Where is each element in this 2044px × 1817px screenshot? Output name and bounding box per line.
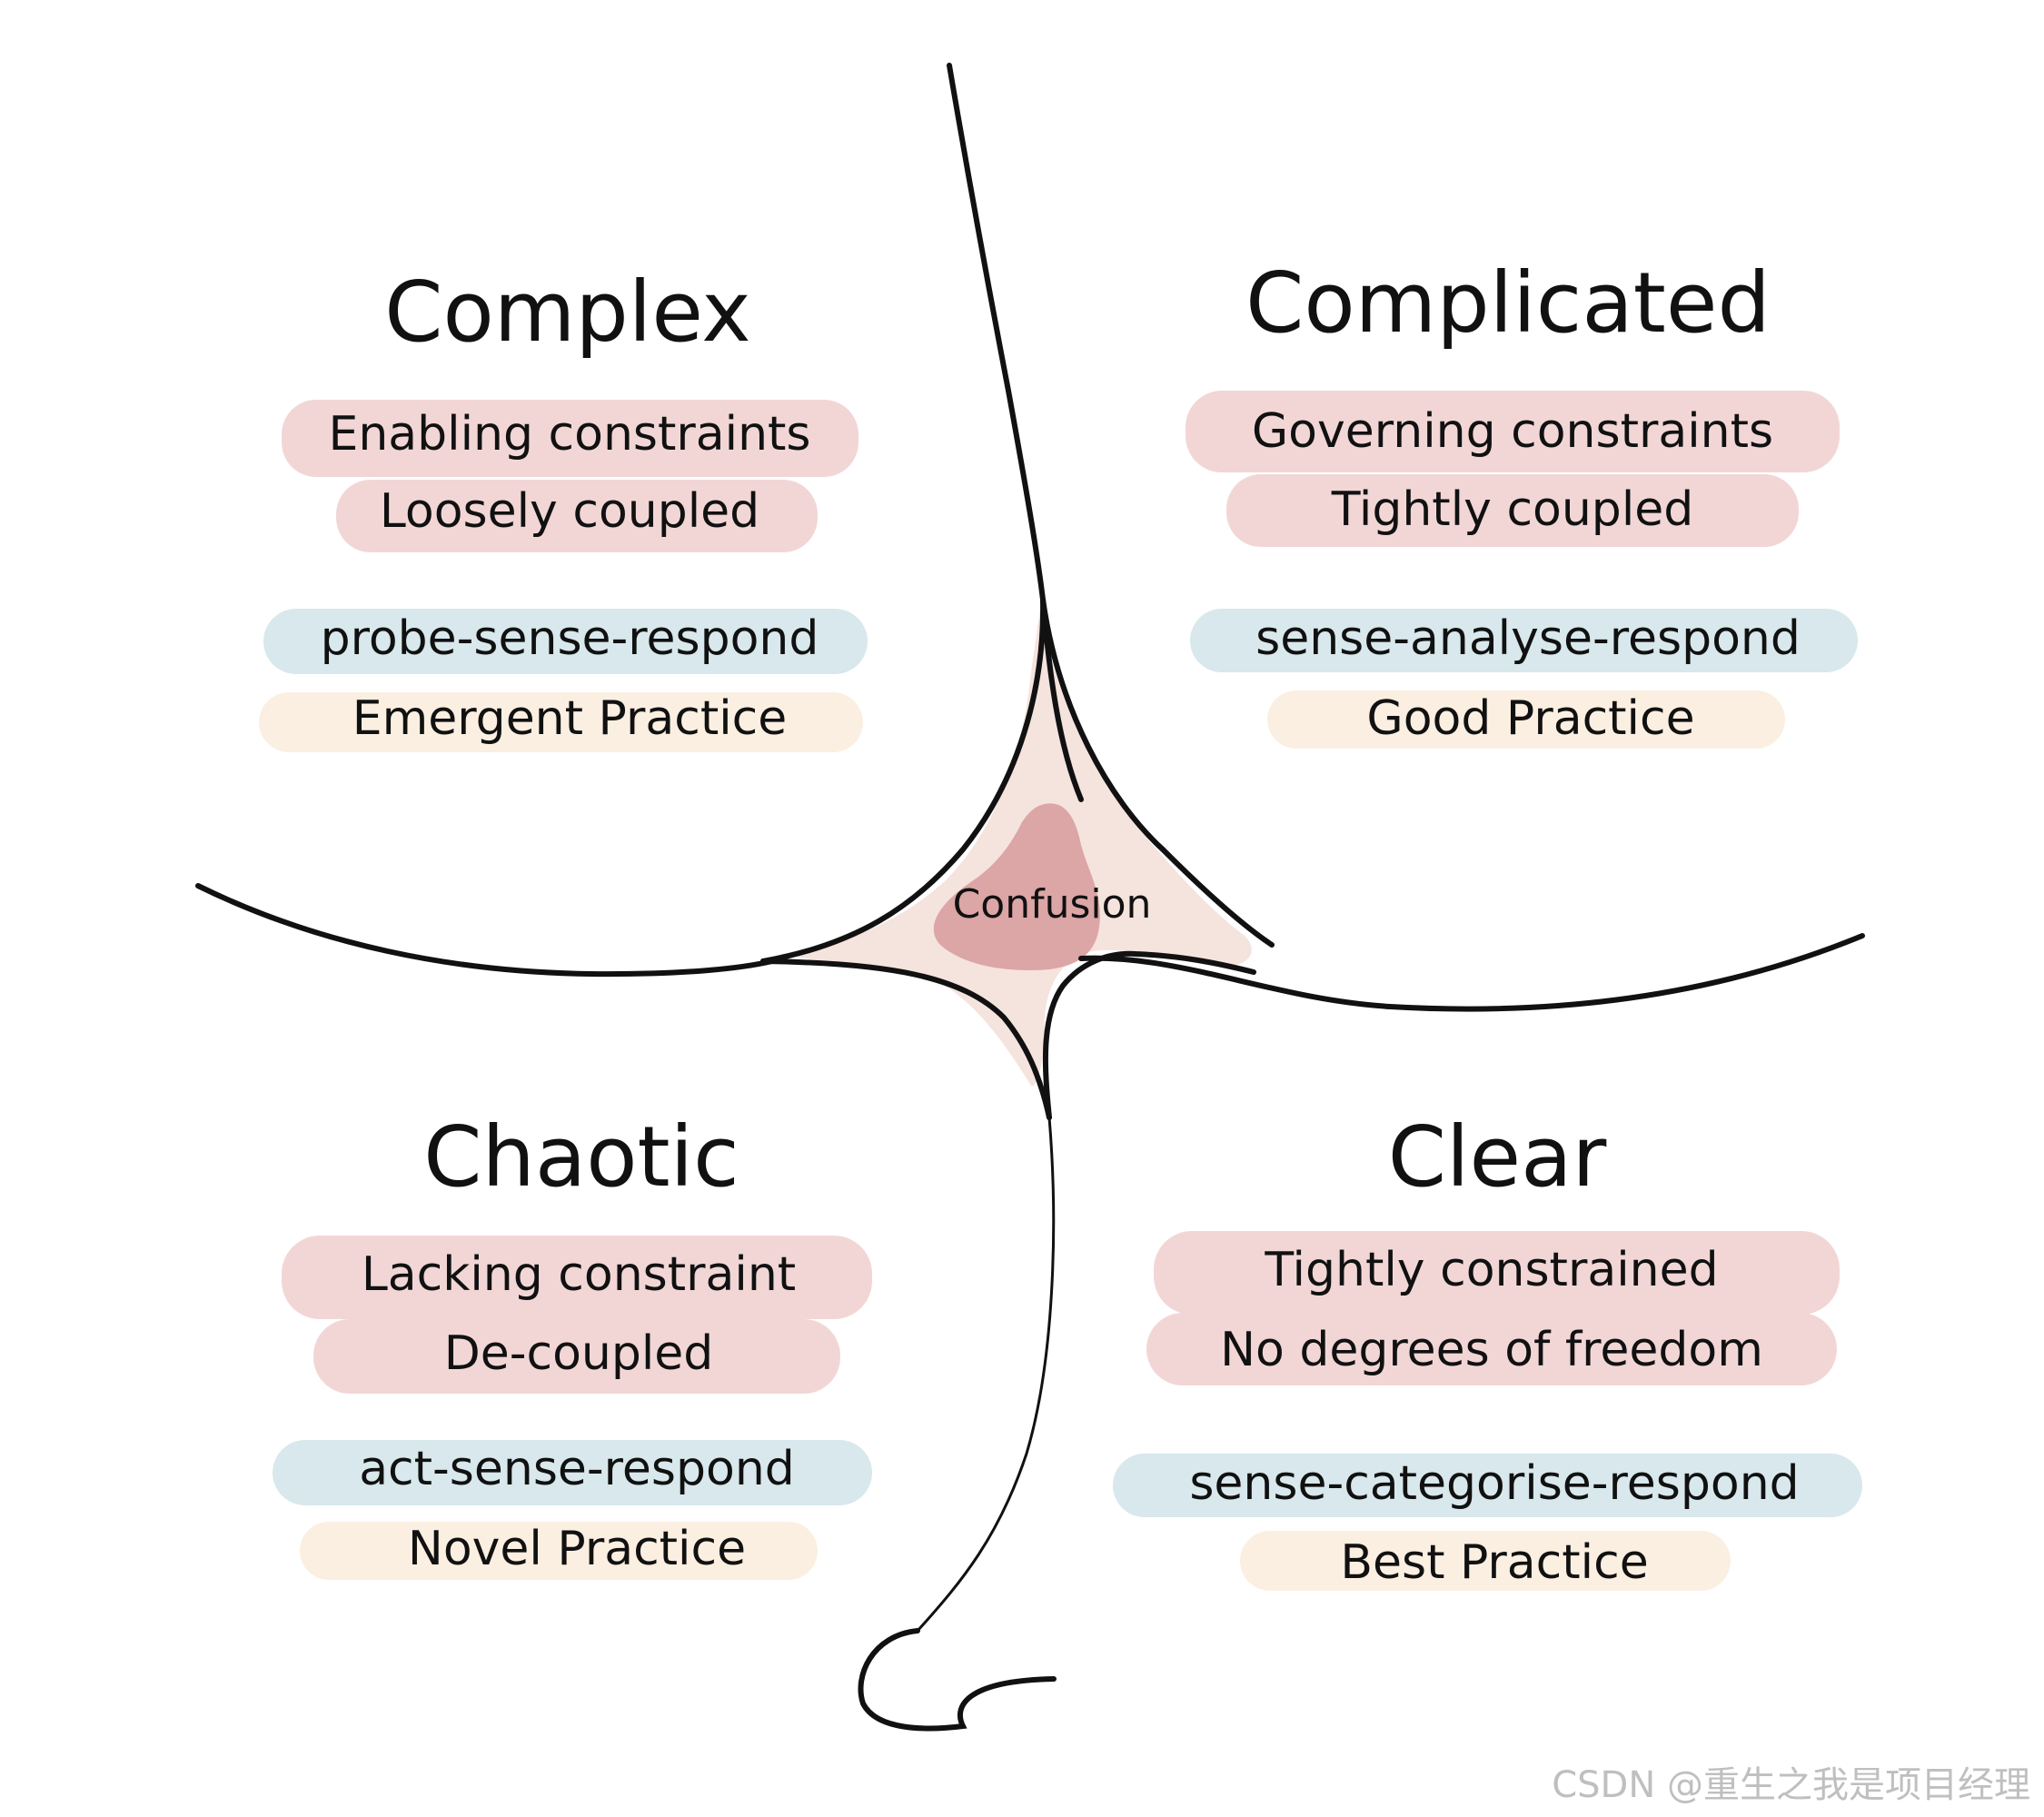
complex-practice-label: Emergent Practice bbox=[352, 691, 788, 746]
complicated-practice-label: Good Practice bbox=[1366, 691, 1694, 746]
chaotic-coupling-band bbox=[313, 1319, 840, 1394]
complex-title: Complex bbox=[384, 263, 751, 361]
complex-approach-label: probe-sense-respond bbox=[321, 611, 819, 666]
boundary-bottom-line bbox=[916, 1116, 1056, 1633]
chaotic-practice-band bbox=[300, 1522, 818, 1580]
clear-approach-label: sense-categorise-respond bbox=[1189, 1456, 1799, 1511]
complicated-approach-band bbox=[1190, 609, 1858, 672]
clear-practice-label: Best Practice bbox=[1340, 1535, 1648, 1590]
complicated-coupling-label: Tightly coupled bbox=[1331, 482, 1694, 537]
boundary-top-right-curve bbox=[1040, 597, 1275, 948]
chaotic-constraint-band bbox=[282, 1236, 872, 1319]
confusion-label: Confusion bbox=[953, 881, 1152, 928]
complex-coupling-label: Loosely coupled bbox=[380, 484, 759, 539]
complex-coupling-band bbox=[336, 480, 818, 552]
confusion-blob bbox=[933, 803, 1100, 970]
complicated-title: Complicated bbox=[1245, 254, 1771, 352]
complex-constraint-band bbox=[282, 400, 858, 477]
complicated-constraint-label: Governing constraints bbox=[1252, 404, 1773, 459]
chaotic-practice-label: Novel Practice bbox=[408, 1522, 746, 1576]
complex-approach-band bbox=[263, 609, 868, 674]
complex-practice-band bbox=[259, 692, 863, 752]
complex-constraint-label: Enabling constraints bbox=[328, 407, 810, 462]
boundary-lower-right-curve bbox=[1042, 950, 1256, 1120]
boundary-top-left-curve bbox=[760, 597, 1047, 964]
watermark: CSDN @重生之我是项目经理 bbox=[1552, 1764, 2030, 1806]
cliff-curl bbox=[858, 1628, 1057, 1732]
boundary-lower-left-curve bbox=[760, 958, 1052, 1120]
chaotic-title: Chaotic bbox=[423, 1108, 739, 1206]
clear-constraint-label: Tightly constrained bbox=[1264, 1243, 1718, 1297]
boundary-left-line bbox=[195, 883, 775, 978]
chaotic-approach-band bbox=[273, 1440, 872, 1505]
clear-coupling-label: No degrees of freedom bbox=[1220, 1323, 1763, 1377]
clear-constraint-band bbox=[1154, 1231, 1840, 1315]
chaotic-constraint-label: Lacking constraint bbox=[362, 1247, 796, 1302]
boundary-top-line bbox=[947, 63, 1084, 802]
clear-approach-band bbox=[1113, 1454, 1862, 1517]
clear-coupling-band bbox=[1146, 1313, 1837, 1385]
clear-title: Clear bbox=[1388, 1108, 1607, 1206]
clear-practice-band bbox=[1240, 1531, 1731, 1591]
chaotic-approach-label: act-sense-respond bbox=[359, 1442, 795, 1496]
boundary-right-line bbox=[1078, 933, 1865, 1012]
complicated-constraint-band bbox=[1186, 391, 1840, 472]
complicated-coupling-band bbox=[1226, 474, 1799, 547]
complicated-approach-label: sense-analyse-respond bbox=[1255, 611, 1801, 666]
complicated-practice-band bbox=[1267, 690, 1785, 749]
chaotic-coupling-label: De-coupled bbox=[444, 1326, 714, 1381]
